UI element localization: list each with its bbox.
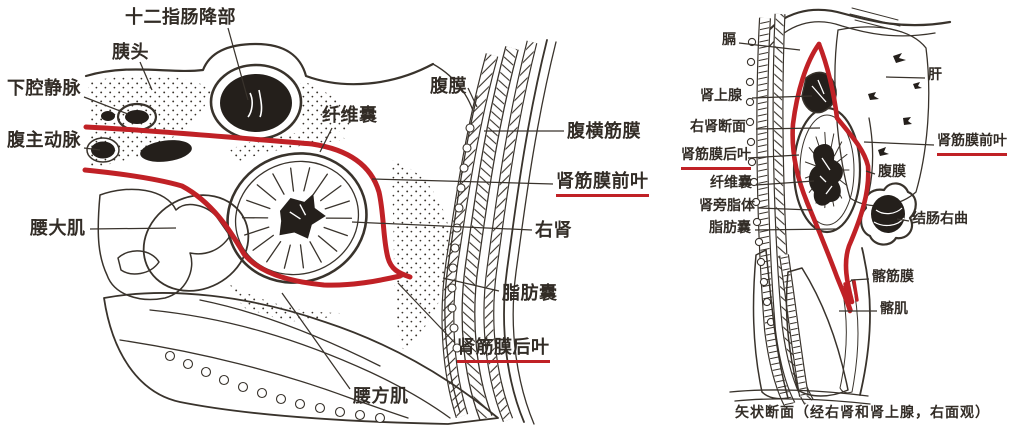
wall-lobule-column <box>745 37 776 327</box>
vessels-group <box>86 102 192 163</box>
iliac-crest-contour <box>859 247 871 396</box>
anterior-renal-fascia-red-line <box>83 124 413 280</box>
adrenal-gland-shape <box>801 71 837 114</box>
sagittal-section-art <box>729 7 952 408</box>
label-leader-line <box>865 170 876 175</box>
small-vessel-shape <box>101 111 115 121</box>
anatomy-label: 腹膜 <box>878 165 906 180</box>
renal-sinus-sagittal <box>808 143 843 206</box>
retroperitoneal-fat-stipple <box>88 75 214 168</box>
anatomy-label: 髂筋膜 <box>872 270 914 285</box>
label-leader-line <box>738 42 801 51</box>
anatomy-label: 肾旁脂体 <box>699 199 755 214</box>
fat-lobule-strip <box>447 123 475 353</box>
label-leader-line <box>83 96 129 115</box>
label-leader-line <box>89 227 177 230</box>
kidney-transverse-shape <box>226 152 368 284</box>
label-leader-line <box>83 147 101 151</box>
anatomy-label: 肾筋膜前叶 <box>556 172 649 197</box>
iliac-muscles <box>729 247 871 405</box>
label-leader-line <box>896 218 910 222</box>
anatomy-label: 十二指肠降部 <box>125 7 236 27</box>
anatomy-label: 胰头 <box>112 42 149 62</box>
anatomy-label: 膈 <box>722 33 736 48</box>
anterior-renal-fascia-red-line-sagittal <box>816 41 871 305</box>
label-leader-line <box>755 127 821 130</box>
label-leader-line <box>351 221 533 231</box>
outer-skin-contour <box>503 39 548 423</box>
figure-caption: 矢状断面（经右肾和肾上腺，右面观） <box>735 406 990 421</box>
renal-fascia-highlight-sagittal <box>790 41 871 314</box>
anatomy-label: 肾筋膜前叶 <box>937 134 1007 156</box>
anatomy-label: 腰方肌 <box>353 386 409 406</box>
label-leader-line <box>319 127 333 153</box>
anatomy-label: 腹主动脉 <box>7 130 81 150</box>
label-leader-line <box>755 180 815 186</box>
anatomy-label: 腰大肌 <box>30 218 86 238</box>
vertebra-shape <box>97 188 231 301</box>
posterior-muscle-mass <box>103 292 499 425</box>
label-leader-line <box>747 154 800 159</box>
label-leader-line <box>863 141 935 146</box>
anatomy-label: 肾筋膜后叶 <box>457 338 550 363</box>
anatomy-label: 肾上腺 <box>700 89 742 104</box>
anatomy-label: 脂肪囊 <box>502 283 558 303</box>
abdominal-aorta-shape <box>86 137 120 163</box>
label-leader-line <box>139 61 153 91</box>
anatomy-label: 纤维囊 <box>322 105 378 125</box>
label-leader-line <box>442 277 500 292</box>
peritoneum-line-sagittal <box>868 117 874 193</box>
iliacus-shape <box>785 267 849 397</box>
label-leader-line <box>371 178 554 185</box>
renal-pyramid-lines <box>241 167 353 269</box>
anatomy-label: 结肠右曲 <box>912 212 968 227</box>
anatomy-label: 下腔静脉 <box>7 78 81 98</box>
label-leader-line <box>281 292 351 390</box>
vertebral-canal-arc <box>117 250 160 275</box>
label-leader-line <box>397 282 456 344</box>
anterior-wall-contour <box>84 42 435 86</box>
anatomy-label: 肾筋膜后叶 <box>681 148 751 170</box>
duodenum-shape <box>209 63 303 141</box>
posterior-renal-fascia-red-line <box>82 167 403 288</box>
fat-lobule-row <box>164 350 386 424</box>
anatomy-label: 脂肪囊 <box>709 221 751 236</box>
transverse-section-art <box>82 39 557 425</box>
renal-sinus-shape <box>279 193 326 239</box>
label-leader-line <box>754 228 837 231</box>
perirenal-fat-stipple <box>392 160 452 352</box>
label-leader-line <box>757 207 813 211</box>
renal-fascia-highlight-transverse <box>82 124 413 288</box>
label-leader-line <box>467 87 478 108</box>
posterior-renal-fascia-red-line-sagittal <box>790 41 853 314</box>
label-leader-line <box>751 95 813 99</box>
anatomy-label: 腹膜 <box>430 76 467 96</box>
renal-vein-shape <box>140 140 192 162</box>
label-leader-line <box>850 278 870 281</box>
label-leader-line <box>885 76 926 79</box>
anatomy-label: 肝 <box>928 68 942 83</box>
flank-wall-muscles <box>441 39 557 425</box>
anatomy-label: 纤维囊 <box>710 176 752 191</box>
anatomy-label: 右肾断面 <box>690 120 746 135</box>
anatomy-label: 髂肌 <box>880 302 908 317</box>
anatomy-label: 右肾 <box>535 220 572 240</box>
label-leader-line <box>227 27 249 101</box>
anatomy-label: 腹横筋膜 <box>567 121 641 141</box>
